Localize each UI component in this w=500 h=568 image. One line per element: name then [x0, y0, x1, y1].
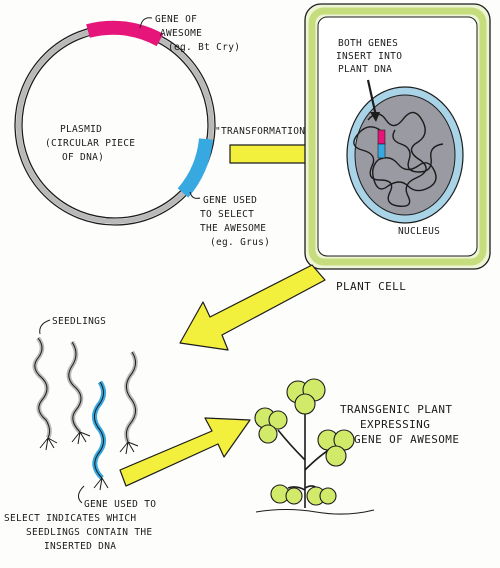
both-genes-pointer — [366, 79, 378, 117]
chromosome-tangle — [353, 111, 444, 207]
plant-cell-label: PLANT CELL — [336, 280, 406, 293]
seedlings-caption-pointer — [78, 485, 85, 504]
nucleus — [346, 86, 464, 224]
selection-gene-segment — [177, 138, 213, 198]
plasmid-label: PLASMID (CIRCULAR PIECE OF DNA) — [45, 124, 141, 163]
seedlings-caption: GENE USED TO SELECT INDICATES WHICH SEED… — [4, 499, 162, 552]
seedling-4 — [119, 350, 139, 455]
both-genes-label: BOTH GENES INSERT INTO PLANT DNA — [336, 38, 408, 75]
seedling-1 — [32, 336, 58, 451]
seedlings-pointer — [39, 319, 51, 335]
inserted-gene-of-awesome — [377, 129, 386, 145]
to-seedlings-arrow — [179, 264, 326, 351]
seedlings-label: SEEDLINGS — [52, 316, 106, 327]
plasmid: PLASMID (CIRCULAR PIECE OF DNA) — [14, 20, 216, 226]
inserted-selection-gene — [377, 143, 386, 159]
selection-gene-label: GENE USED TO SELECT THE AWESOME (eg. Gru… — [200, 195, 272, 248]
to-plant-arrow — [119, 417, 251, 487]
nucleus-label: NUCLEUS — [398, 226, 440, 237]
gene-of-awesome-pointer — [139, 17, 153, 29]
seedling-2 — [66, 340, 91, 445]
transformation-label: "TRANSFORMATION" — [215, 126, 311, 137]
seedling-3-selected — [92, 380, 109, 491]
both-genes-arrowhead — [370, 112, 380, 122]
selection-gene-pointer — [189, 191, 201, 199]
gene-of-awesome-segment — [86, 20, 164, 47]
gene-of-awesome-label: GENE OF AWESOME (eg. Bt Cry) — [155, 14, 240, 53]
plant-stems — [277, 400, 333, 508]
transgenic-plant-label: TRANSGENIC PLANT EXPRESSING GENE OF AWES… — [340, 403, 459, 446]
transgenic-plant — [254, 378, 375, 515]
soil-line — [255, 508, 375, 515]
